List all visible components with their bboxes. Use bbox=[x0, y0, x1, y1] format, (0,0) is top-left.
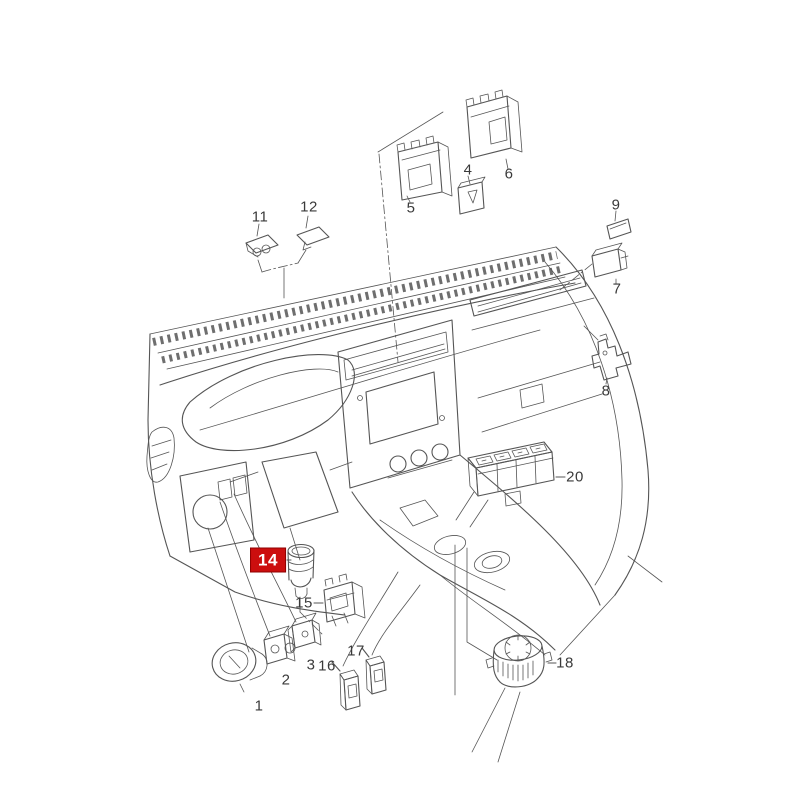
part-15-switch-module bbox=[323, 573, 366, 627]
part-label-17: 17 bbox=[347, 642, 365, 660]
part-11-clip bbox=[245, 234, 279, 258]
part-label-8: 8 bbox=[601, 382, 611, 400]
part-label-9: 9 bbox=[611, 196, 621, 214]
part-label-18: 18 bbox=[556, 654, 574, 672]
part-label-20: 20 bbox=[566, 468, 584, 486]
part-18-socket-knob bbox=[485, 634, 553, 688]
part-label-7: 7 bbox=[612, 280, 622, 298]
part-20-switch-bank bbox=[467, 441, 555, 507]
part-label-6: 6 bbox=[504, 165, 514, 183]
leader-lines bbox=[207, 111, 617, 763]
part-7-control-unit bbox=[591, 242, 629, 278]
part-label-16: 16 bbox=[318, 657, 336, 675]
part-2-switch bbox=[263, 625, 296, 665]
part-14-lighter-socket bbox=[287, 543, 315, 599]
part-9-lens bbox=[606, 218, 632, 240]
part-6-blank-switch-box bbox=[465, 89, 523, 159]
dashboard-illustration bbox=[146, 246, 663, 656]
part-label-11: 11 bbox=[251, 208, 269, 226]
part-label-3: 3 bbox=[306, 656, 316, 674]
part-16-switch bbox=[339, 669, 361, 711]
part-17-switch bbox=[365, 655, 387, 695]
part-1-ignition-lock bbox=[211, 642, 268, 693]
part-label-5: 5 bbox=[406, 199, 416, 217]
part-8-bracket bbox=[591, 333, 632, 381]
part-12-clip bbox=[296, 226, 330, 251]
part-label-12: 12 bbox=[300, 198, 318, 216]
part-label-2: 2 bbox=[281, 671, 291, 689]
part-label-14-highlighted: 14 bbox=[250, 547, 286, 573]
part-label-4: 4 bbox=[463, 161, 473, 179]
part-label-15: 15 bbox=[295, 594, 313, 612]
part-label-1: 1 bbox=[254, 697, 264, 715]
part-4-hazard-switch bbox=[457, 176, 486, 215]
part-5-switch-module bbox=[396, 135, 453, 201]
